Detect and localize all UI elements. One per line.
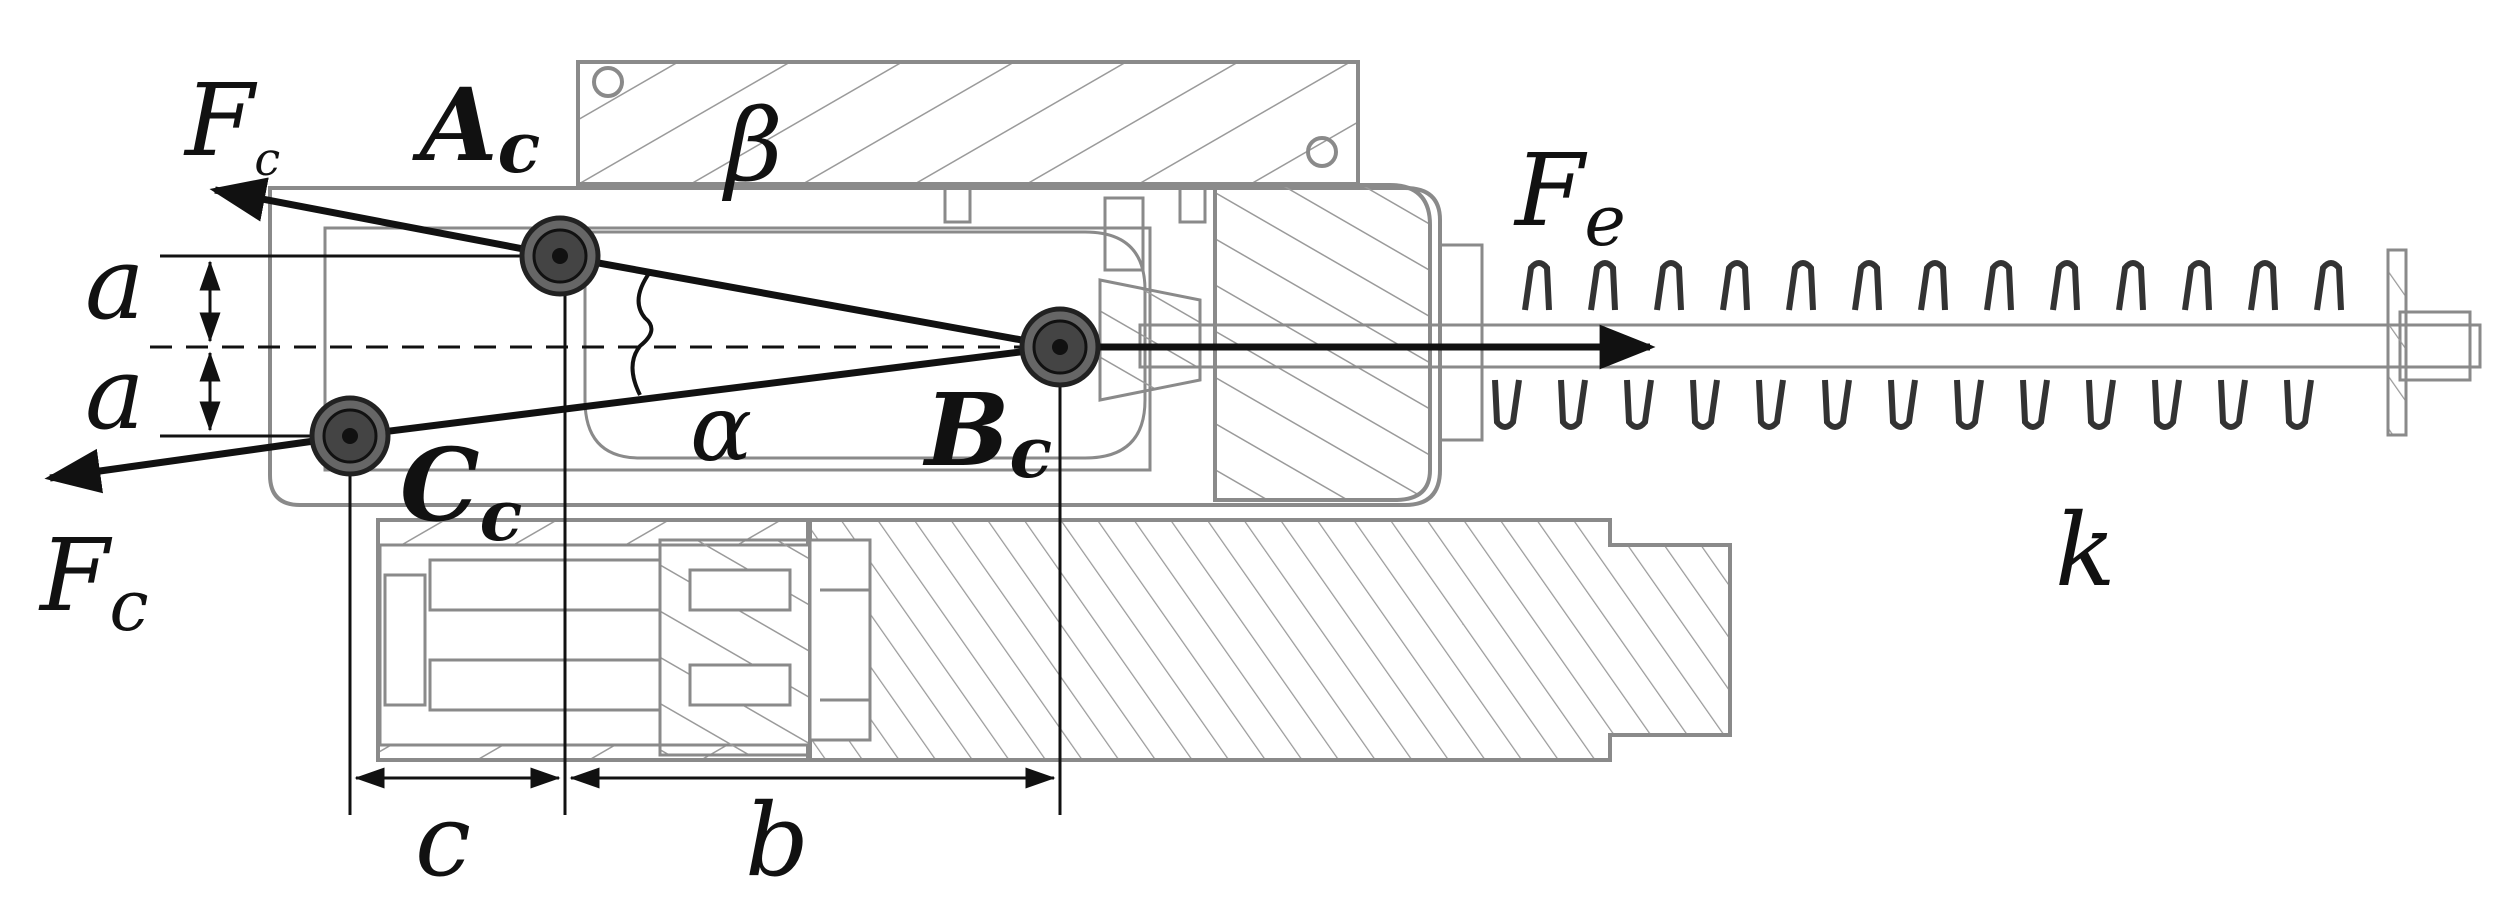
spring-coil-top (2314, 260, 2344, 311)
spring-coil-bottom (1690, 379, 1720, 430)
spring-coil-top (1984, 260, 2014, 311)
spring-coil-top (1786, 260, 1816, 311)
spring-coil-top (2050, 260, 2080, 311)
spring-coil-top (2116, 260, 2146, 311)
force-arrow-fc-bottom (44, 432, 351, 494)
label-cc: Cc (400, 426, 522, 557)
pivot-joints (309, 215, 1101, 477)
spring-coil-top (1654, 260, 1684, 311)
label-ac: Ac (412, 66, 540, 189)
label-alpha: α (690, 375, 752, 482)
spring-coil-bottom (1888, 379, 1918, 430)
spring-coil-bottom (1954, 379, 1984, 430)
bottom-hatched-block (808, 518, 1732, 762)
spring (1492, 260, 2344, 430)
inner-window (323, 226, 1152, 472)
label-fc-top: Fc (183, 62, 280, 186)
spring-coil-top (1522, 260, 1552, 311)
right-head (1213, 183, 1432, 502)
spring-coil-top (1918, 260, 1948, 311)
text-labels: Fc Fc Fe Ac Bc Cc α β a a c b k (38, 62, 2116, 899)
spring-coil-bottom (1822, 379, 1852, 430)
pivot-ac (519, 215, 601, 297)
top-hatched-block (576, 60, 1360, 186)
spring-coil-bottom (2020, 379, 2050, 430)
label-bc: Bc (922, 371, 1052, 494)
link-ac-bc (559, 252, 1061, 351)
spring-coil-top (1720, 260, 1750, 311)
pivot-bc (1019, 306, 1101, 388)
spring-coil-top (1588, 260, 1618, 311)
label-k: k (2055, 492, 2116, 609)
label-c: c (415, 782, 471, 899)
spring-coil-top (2248, 260, 2278, 311)
link-cc-bc (349, 343, 1061, 440)
label-fe: Fe (1513, 132, 1626, 262)
main-housing (268, 186, 1442, 507)
screw-top-left (592, 66, 624, 98)
label-b: b (745, 782, 809, 899)
spring-coil-bottom (1624, 379, 1654, 430)
annotations (44, 177, 1656, 815)
spring-coil-bottom (2152, 379, 2182, 430)
angle-arc-alpha (630, 270, 654, 396)
label-a-bottom: a (85, 335, 145, 452)
pivot-cc (309, 395, 391, 477)
spring-coil-top (2182, 260, 2212, 311)
spring-coil-bottom (2218, 379, 2248, 430)
spring-coil-bottom (1492, 379, 1522, 430)
mechanical-drawing (268, 60, 2482, 762)
label-a-top: a (85, 225, 145, 342)
label-fc-bottom: Fc (38, 517, 149, 647)
spring-coil-bottom (1756, 379, 1786, 430)
spring-coil-top (1852, 260, 1882, 311)
spring-coil-bottom (2284, 379, 2314, 430)
screw-top-right (1306, 136, 1338, 168)
spring-coil-bottom (1558, 379, 1588, 430)
force-arrow-fc-top (209, 177, 561, 260)
label-beta: β (721, 87, 783, 204)
spring-coil-bottom (2086, 379, 2116, 430)
